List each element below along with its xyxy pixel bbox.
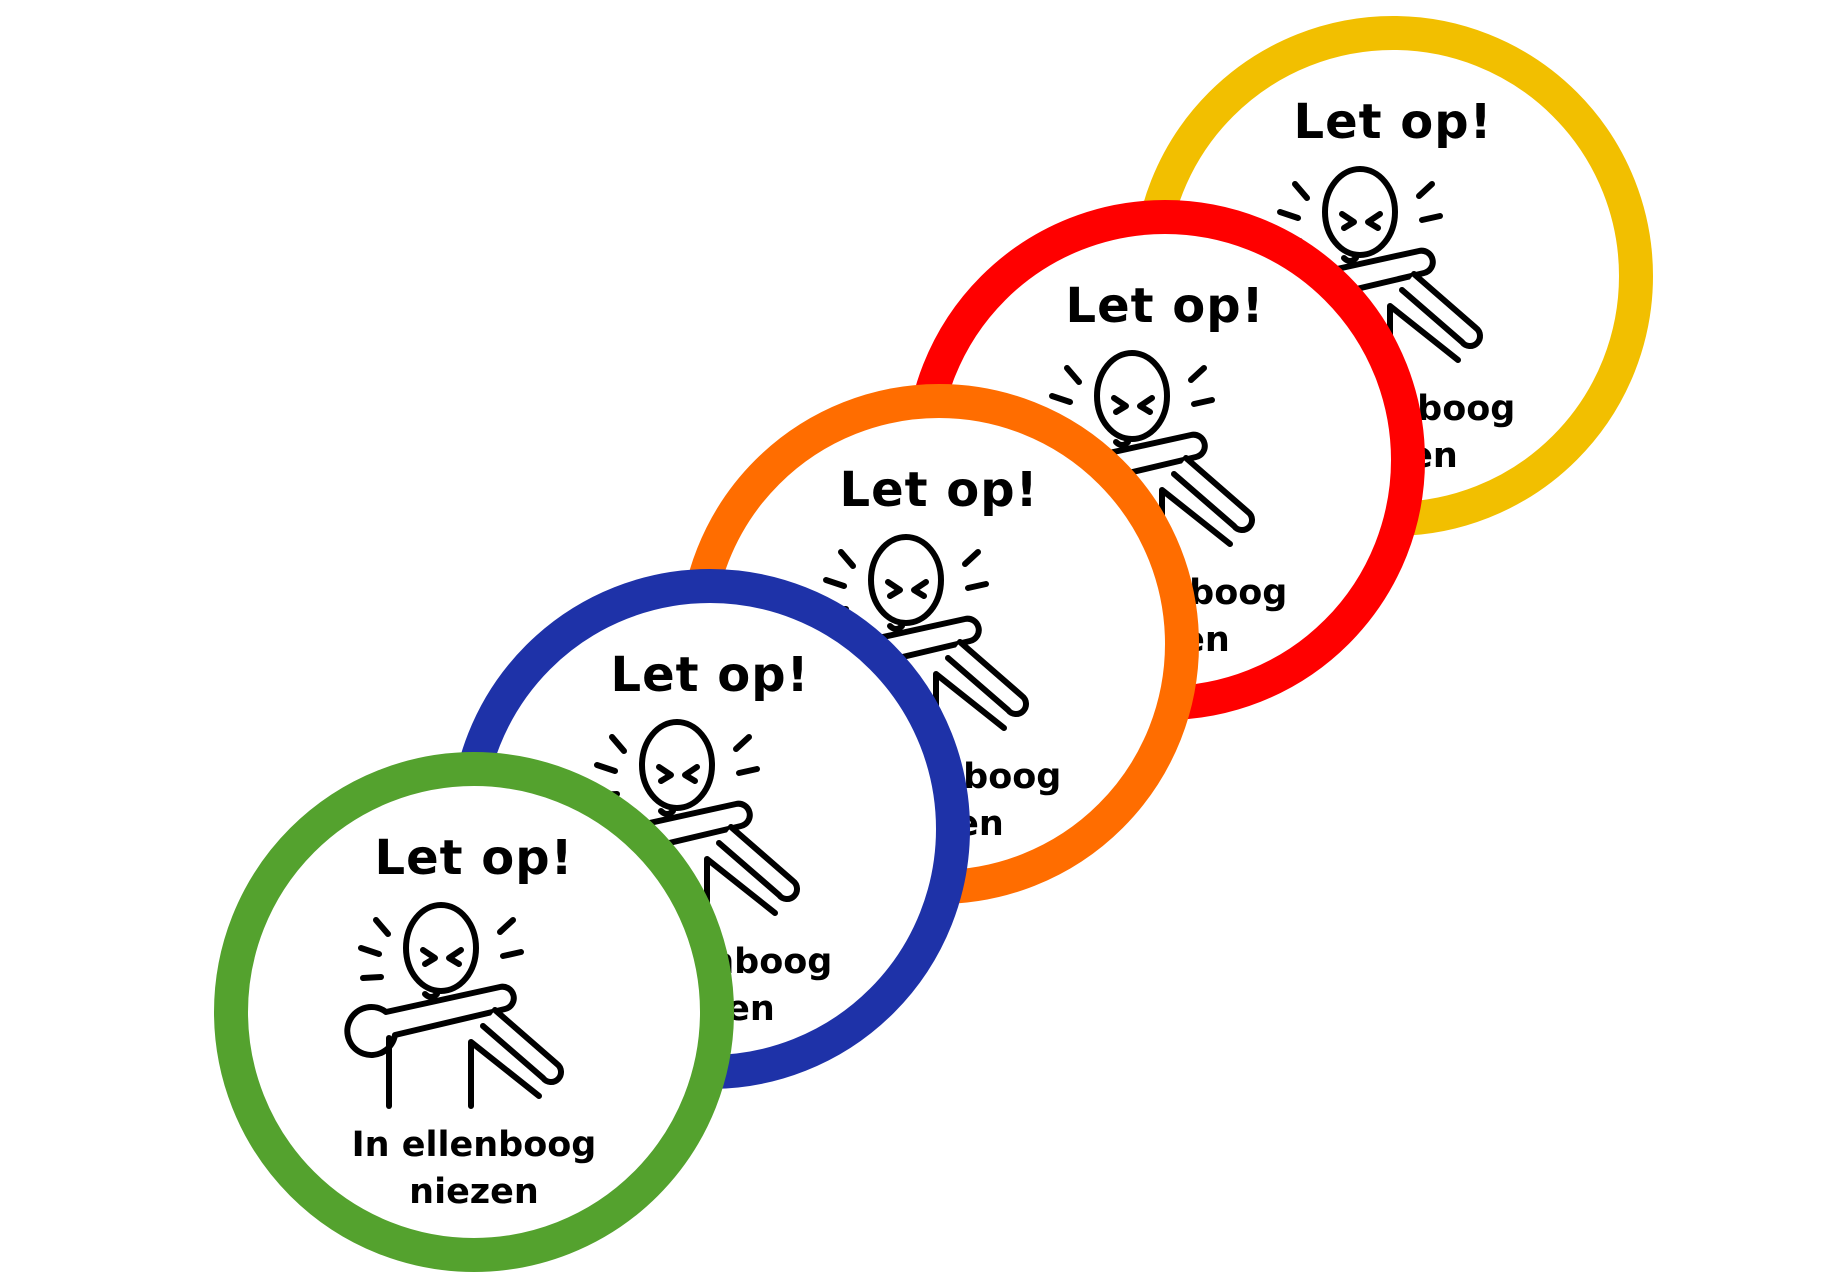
caption-line-1: In ellenboog (351, 1125, 597, 1165)
sticker-title: Let op! (374, 830, 574, 886)
caption-line-2: niezen (409, 1172, 539, 1212)
sticker-caption: In ellenboog niezen (248, 1122, 700, 1216)
sticker-title: Let op! (610, 647, 810, 703)
sticker-title: Let op! (1065, 278, 1265, 334)
sticker-title: Let op! (839, 462, 1039, 518)
sticker-title: Let op! (1293, 94, 1493, 150)
sneezing-person-icon (343, 898, 643, 1118)
sticker-green: Let op! In ellenboog niezen (214, 752, 734, 1272)
